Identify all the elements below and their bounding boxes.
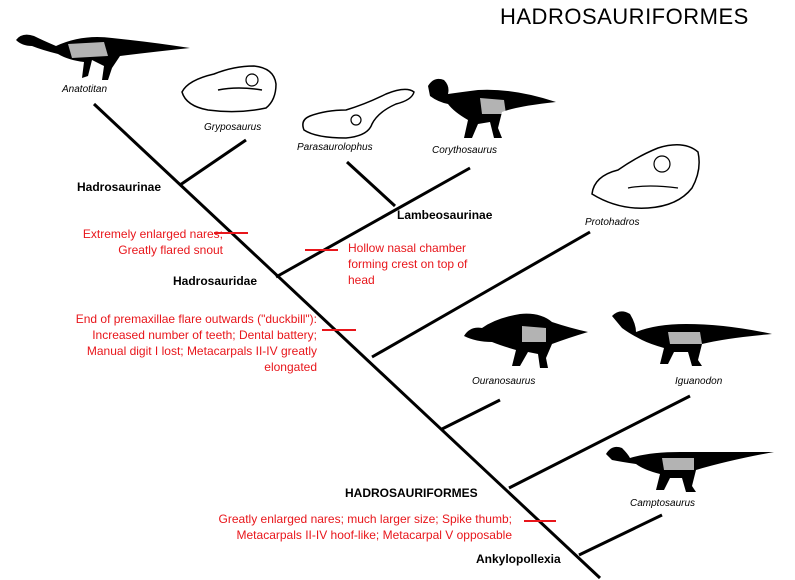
clade-lambeosaurinae: Lambeosaurinae [397, 208, 493, 222]
taxon-gryposaurus: Gryposaurus [204, 122, 262, 133]
branch-protohadros [371, 230, 591, 359]
characters-lambeosaurinae: Hollow nasal chamber forming crest on to… [348, 240, 467, 288]
taxon-corythosaurus: Corythosaurus [432, 145, 498, 156]
taxon-anatotitan: Anatotitan [62, 84, 108, 95]
characters-hadrosaurinae: Extremely enlarged nares; Greatly flared… [83, 226, 223, 258]
parasaurolophus-skull [302, 88, 415, 139]
clade-hadrosauridae: Hadrosauridae [173, 274, 258, 288]
clade-hadrosaurinae: Hadrosaurinae [77, 180, 162, 194]
branch-iguanodon [508, 394, 691, 490]
corythosaurus-silhouette [428, 78, 556, 138]
diagram-title: HADROSAURIFORMES [500, 4, 749, 29]
anatotitan-silhouette [16, 34, 190, 80]
taxon-ouranosaurus: Ouranosaurus [472, 376, 536, 387]
taxon-protohadros: Protohadros [585, 217, 640, 228]
iguanodon-silhouette [612, 311, 772, 366]
char-line: Manual digit I lost; Metacarpals II-IV g… [86, 344, 317, 358]
char-line: elongated [264, 360, 317, 374]
char-line: Hollow nasal chamber [348, 241, 467, 255]
char-line: Greatly flared snout [118, 243, 223, 257]
taxon-parasaurolophus: Parasaurolophus [297, 142, 373, 153]
taxon-iguanodon: Iguanodon [675, 376, 723, 387]
char-line: Greatly enlarged nares; much larger size… [218, 512, 512, 526]
char-line: Metacarpals II-IV hoof-like; Metacarpal … [236, 528, 512, 542]
gryposaurus-skull [181, 65, 277, 113]
main-trunk [92, 102, 602, 580]
char-line: Extremely enlarged nares; [82, 227, 223, 241]
branch-lambeosaurinae-stem [275, 166, 471, 279]
characters-hadrosauridae: End of premaxillae flare outwards ("duck… [76, 311, 317, 375]
taxon-camptosaurus: Camptosaurus [630, 498, 696, 509]
char-line: End of premaxillae flare outwards ("duck… [75, 312, 317, 326]
branch-ouranosaurus [441, 398, 501, 431]
characters-hadrosauriformes: Greatly enlarged nares; much larger size… [219, 511, 512, 543]
clade-hadrosauriformes: HADROSAURIFORMES [345, 486, 478, 500]
branch-parasaurolophus [345, 160, 397, 208]
camptosaurus-silhouette [606, 446, 774, 492]
char-line: Increased number of teeth; Dental batter… [92, 328, 317, 342]
branch-gryposaurus [179, 138, 247, 187]
clade-ankylopollexia: Ankylopollexia [476, 552, 561, 566]
char-line: head [348, 273, 375, 287]
branch-camptosaurus [578, 513, 663, 557]
protohadros-skull [591, 144, 700, 209]
char-line: forming crest on top of [348, 257, 468, 271]
ouranosaurus-silhouette [464, 313, 588, 368]
